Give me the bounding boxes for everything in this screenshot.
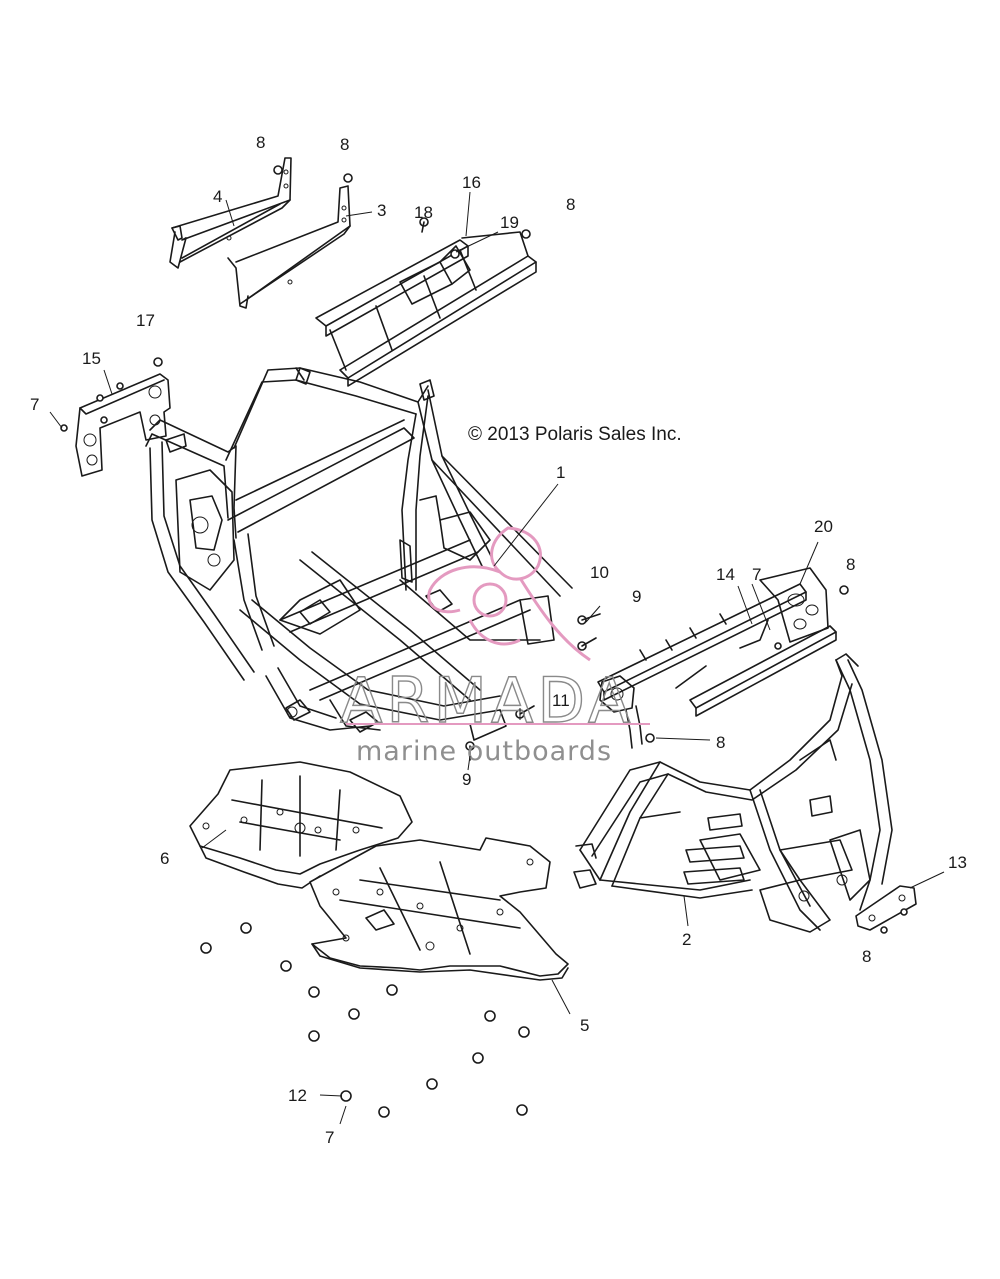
- callout-9: 9: [462, 770, 471, 789]
- push-rivet-icon: [516, 1104, 528, 1116]
- front-subframe-part-2: [573, 653, 893, 933]
- bolt-icon: [839, 585, 849, 595]
- front-rail-part-20: [597, 567, 837, 749]
- seat-bracket-part-3: [227, 185, 351, 309]
- push-rivet-icon: [280, 960, 292, 972]
- bolt-icon: [153, 357, 163, 367]
- copyright-notice: © 2013 Polaris Sales Inc.: [468, 424, 682, 445]
- bolt-icon: [60, 424, 68, 432]
- callout-17: 17: [136, 311, 155, 330]
- callout-19: 19: [500, 213, 519, 232]
- callout-7: 7: [30, 395, 39, 414]
- callout-9: 9: [632, 587, 641, 606]
- callout-12: 12: [288, 1086, 307, 1105]
- bolt-icon: [521, 229, 531, 239]
- callout-8: 8: [846, 555, 855, 574]
- callout-labels: 1 2 3 4 5 6 7 7 7 8 8 8 8 8 8 9 9 10 11 …: [30, 133, 967, 1147]
- callout-13: 13: [948, 853, 967, 872]
- push-rivet-icon: [200, 942, 212, 954]
- bolt-icon: [645, 733, 655, 743]
- bolt-icon: [900, 908, 908, 916]
- bolt-icon: [577, 637, 597, 651]
- callout-8: 8: [256, 133, 265, 152]
- leader-lines: [49, 191, 945, 1125]
- push-rivet-icon: [472, 1052, 484, 1064]
- watermark-tagline: marine outboards: [356, 736, 612, 767]
- push-rivet-icon: [348, 1008, 360, 1020]
- bolt-icon: [419, 217, 429, 233]
- push-rivet-icon: [378, 1106, 390, 1118]
- callout-8: 8: [566, 195, 575, 214]
- callout-7: 7: [325, 1128, 334, 1147]
- bolt-icon: [343, 173, 353, 183]
- callout-10: 10: [590, 563, 609, 582]
- seat-bracket-part-4: [169, 157, 292, 269]
- callout-11: 11: [552, 691, 570, 710]
- callout-6: 6: [160, 849, 169, 868]
- callout-8: 8: [340, 135, 349, 154]
- main-frame-part-1: [145, 367, 573, 741]
- push-rivet-icon: [484, 1010, 496, 1022]
- push-rivet-icon: [426, 1078, 438, 1090]
- bracket-part-13: [855, 885, 917, 931]
- callout-1: 1: [556, 463, 565, 482]
- bolt-icon: [96, 394, 104, 402]
- push-rivet-icon: [308, 986, 320, 998]
- push-rivet-icon: [308, 1030, 320, 1042]
- callout-3: 3: [377, 201, 386, 220]
- seat-rail-part-16: [315, 231, 537, 387]
- callout-15: 15: [82, 349, 101, 368]
- callout-4: 4: [213, 187, 222, 206]
- watermark: ARMADA marine outboards: [339, 526, 650, 767]
- bolt-icon: [100, 416, 108, 424]
- callout-5: 5: [580, 1016, 589, 1035]
- bolt-icon: [880, 926, 888, 934]
- callout-8: 8: [716, 733, 725, 752]
- push-rivet-icon: [518, 1026, 530, 1038]
- callout-14: 14: [716, 565, 735, 584]
- bolt-icon: [774, 642, 782, 650]
- watermark-name: ARMADA: [340, 664, 634, 737]
- push-rivet-icon: [340, 1090, 352, 1102]
- callout-18: 18: [414, 203, 433, 222]
- watermark-logo-icon: [427, 526, 591, 662]
- callout-7: 7: [752, 565, 761, 584]
- callout-16: 16: [462, 173, 481, 192]
- bolt-icon: [273, 165, 283, 175]
- skid-plate-part-6: [189, 761, 413, 889]
- callout-20: 20: [814, 517, 833, 536]
- callout-2: 2: [682, 930, 691, 949]
- fasteners: [60, 165, 908, 1118]
- bolt-icon: [116, 382, 124, 390]
- push-rivet-icon: [386, 984, 398, 996]
- callout-8: 8: [862, 947, 871, 966]
- push-rivet-icon: [240, 922, 252, 934]
- skid-plate-part-5: [309, 837, 569, 981]
